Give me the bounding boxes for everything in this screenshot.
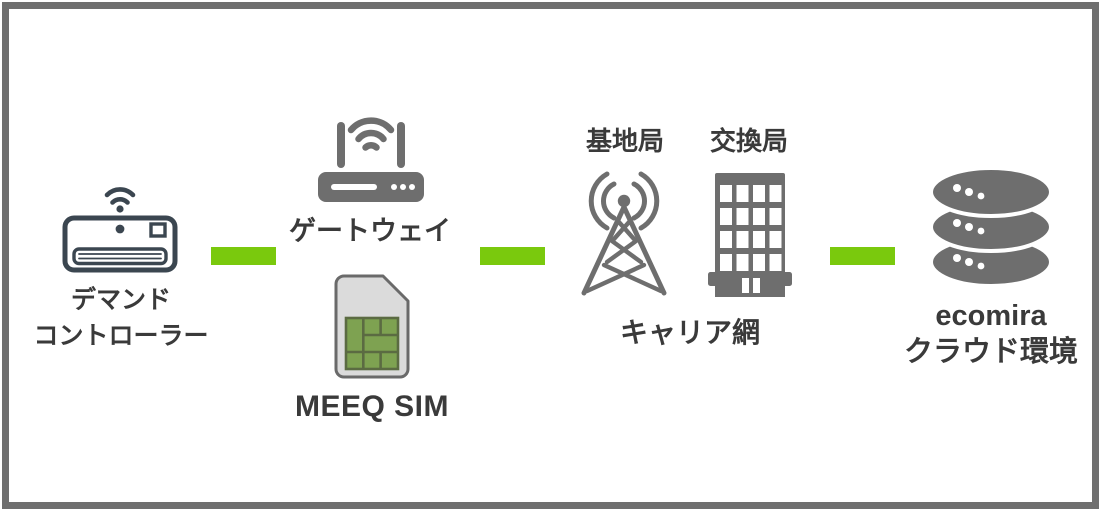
demand-controller-node <box>62 182 178 276</box>
air-conditioner-wifi-icon <box>62 187 178 273</box>
demand-controller-label: デマンド コントローラー <box>21 282 221 355</box>
exchange-building-icon-wrap <box>705 173 795 297</box>
demand-controller-label-line1: デマンド <box>70 286 171 314</box>
gateway-node <box>318 100 424 202</box>
sim-label: MEEQ SIM <box>294 390 449 423</box>
cloud-label: ecomira クラウド環境 <box>891 299 1091 371</box>
database-stack-icon <box>929 166 1053 288</box>
base-station-icon-wrap <box>572 167 676 299</box>
building-windows <box>720 185 782 271</box>
gateway-label: ゲートウェイ <box>289 216 451 246</box>
sim-card-icon <box>334 274 410 379</box>
connector-dash-2 <box>480 247 545 265</box>
wifi-router-icon <box>318 117 424 202</box>
carrier-network-label: キャリア網 <box>619 317 760 348</box>
demand-controller-label-line2: コントローラー <box>33 322 209 351</box>
exchange-label: 交換局 <box>709 126 788 156</box>
base-station-label: 基地局 <box>585 126 664 156</box>
cloud-label-line2: クラウド環境 <box>903 335 1078 368</box>
sim-node <box>333 273 411 380</box>
cloud-label-line1: ecomira <box>935 300 1047 332</box>
connector-dash-1 <box>211 247 276 265</box>
office-building-icon <box>708 173 792 297</box>
cloud-node <box>928 166 1054 288</box>
connector-dash-3 <box>830 247 895 265</box>
radio-tower-icon <box>581 171 667 296</box>
